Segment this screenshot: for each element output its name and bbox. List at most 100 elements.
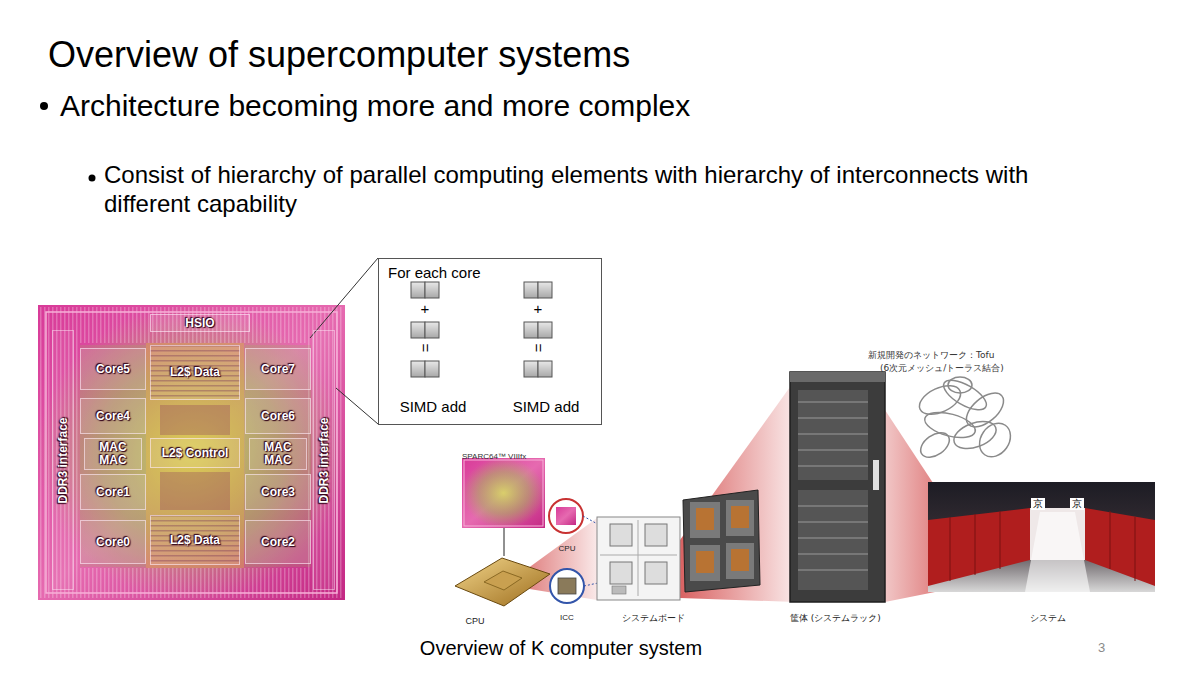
operation-label: SIMD add [400, 398, 467, 416]
text-holder: SIMD add [400, 398, 467, 416]
chip-name: SPARC64™ VIIIfx [462, 452, 526, 462]
text-holder: + [421, 300, 430, 318]
system-board-drawing [600, 555, 677, 556]
die-photo [245, 345, 311, 567]
system-board-photo [696, 508, 714, 530]
system-photo [950, 517, 951, 581]
system-board-drawing [597, 517, 680, 600]
text-holder: SPARC64™ VIIIfx [462, 445, 526, 463]
interface-band: DDR3 interface [313, 330, 335, 590]
system-rack [798, 402, 868, 403]
die-photo [150, 515, 240, 565]
system-rack [790, 372, 885, 602]
part-label: Core0 [96, 536, 130, 549]
plus-sign: + [534, 300, 543, 318]
system-photo [975, 514, 976, 575]
register-square [411, 361, 425, 377]
tofu-network [916, 428, 954, 463]
io-band: HSIO [150, 314, 250, 332]
system-rack [798, 506, 868, 507]
system-board-drawing [645, 562, 667, 584]
text-holder: (6次元メッシュ/トーラス結合) [880, 357, 1004, 375]
red-fan [680, 380, 795, 602]
cache-block: L2$ Data [150, 345, 240, 400]
chip-die-small [504, 528, 505, 556]
bullet-text: Architecture becoming more and more comp… [60, 88, 690, 124]
equals-sign: = [416, 344, 434, 353]
part-label: Core4 [96, 410, 130, 423]
system-board-photo [683, 490, 760, 592]
register-square [538, 361, 552, 377]
tofu-network [950, 416, 1000, 454]
part-label: Core3 [261, 486, 295, 499]
chip-die-small [462, 458, 545, 556]
interface-band: DDR3 interface [52, 330, 74, 590]
die-photo [38, 305, 345, 600]
callout-panel [378, 258, 602, 425]
page-number: 3 [1098, 640, 1105, 656]
register-square [411, 282, 552, 377]
system-board-drawing [645, 524, 667, 546]
part-label: Core5 [96, 363, 130, 376]
part-label: HSIO [185, 317, 214, 330]
core-block: Core3 [245, 474, 311, 510]
system-rack [798, 434, 868, 435]
register-square [524, 322, 538, 338]
cpu-package [484, 571, 522, 590]
part-label: Core1 [96, 486, 130, 499]
register-square [538, 282, 552, 298]
plus-sign: + [421, 300, 430, 318]
system-rack [798, 450, 868, 451]
mac-block: MACMAC [249, 438, 307, 470]
system-photo [1025, 512, 1090, 592]
system-rack [798, 522, 868, 523]
part-label: Core2 [261, 536, 295, 549]
system-rack [798, 466, 868, 467]
system-photo [1000, 511, 1001, 569]
system-board-photo [726, 500, 754, 536]
tofu-network [915, 380, 965, 420]
die-photo [150, 345, 240, 400]
system-board-photo [690, 502, 720, 538]
tofu-network [915, 374, 1017, 462]
icc-circle [558, 578, 576, 594]
operation-label: SIMD add [513, 398, 580, 416]
part-name: システム [1030, 613, 1066, 624]
die-photo [38, 305, 345, 600]
system-board-photo [683, 490, 760, 592]
core-block: Core5 [80, 348, 146, 390]
system-rack [873, 460, 879, 490]
tofu-network [960, 387, 1009, 434]
tofu-network [939, 374, 991, 415]
logo-sign: 京 [1070, 498, 1084, 510]
core-block: Core1 [80, 474, 146, 510]
text-holder: ICC [560, 606, 574, 624]
system-board-photo [726, 543, 754, 579]
logo-sign: 京 [1031, 498, 1045, 510]
system-photo [928, 508, 1030, 586]
cpu-package [455, 558, 550, 606]
text-holder: CPU [559, 537, 576, 555]
part-name: 筐体 (システムラック) [790, 613, 881, 624]
system-board-drawing [612, 586, 626, 594]
text-holder: = [534, 339, 543, 357]
equals-sign: = [529, 344, 547, 353]
core-block: Core0 [80, 520, 146, 564]
figure-caption: Overview of K computer system [420, 636, 702, 660]
tofu-network [948, 377, 972, 393]
part-label: L2$ Data [170, 534, 220, 547]
core-block: Core4 [80, 398, 146, 434]
cpu-circle [556, 507, 576, 525]
mac-block: MACMAC [84, 438, 142, 470]
part-label: For each core [388, 264, 481, 282]
text-holder: 新規開発のネットワーク：Tofu [868, 344, 994, 362]
register-square [425, 361, 439, 377]
sub-bullet-text: Consist of hierarchy of parallel computi… [104, 160, 1064, 218]
part-label: MAC [264, 454, 291, 467]
system-rack [798, 490, 868, 590]
part-name: CPU [559, 544, 576, 554]
bullet-dot [40, 102, 48, 110]
system-photo [1110, 511, 1111, 569]
text-holder: = [421, 339, 430, 357]
